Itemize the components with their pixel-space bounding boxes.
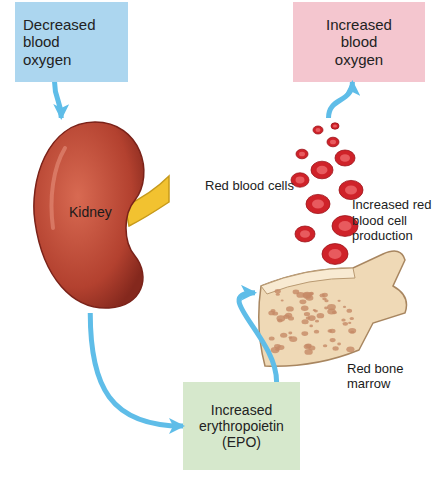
- spongy-bone-pore: [304, 312, 310, 316]
- kidney-organ: Kidney: [25, 118, 170, 313]
- spongy-bone-pore: [324, 299, 328, 302]
- spongy-bone-pore: [328, 329, 333, 332]
- spongy-bone-pore: [343, 322, 349, 326]
- flow-arrow: [239, 293, 277, 382]
- red-blood-cell-center: [300, 230, 310, 238]
- spongy-bone-pore: [277, 345, 284, 350]
- red-blood-cell-center: [340, 154, 350, 162]
- red-blood-cell: [335, 150, 355, 166]
- spongy-bone-pore: [269, 336, 275, 340]
- hormone-box: Increased erythropoietin (EPO): [183, 382, 300, 470]
- condition-box: Decreased blood oxygen: [15, 2, 128, 82]
- flow-arrow: [329, 82, 353, 118]
- spongy-bone-pore: [288, 332, 292, 335]
- box-text: Increased blood oxygen: [317, 16, 401, 68]
- kidney-shape: [34, 122, 144, 308]
- red-blood-cell: [327, 137, 339, 147]
- red-blood-cell: [306, 194, 330, 213]
- red-blood-cell-center: [345, 185, 357, 194]
- bone-marrow: Red bone marrow: [255, 118, 430, 400]
- spongy-bone-pore: [289, 336, 297, 342]
- spongy-bone-pore: [346, 346, 354, 352]
- spongy-bone-pore: [309, 325, 313, 328]
- flow-arrow: [90, 313, 183, 426]
- spongy-bone-pore: [303, 292, 312, 298]
- spongy-bone-pore: [317, 313, 325, 318]
- spongy-bone-pore: [302, 319, 309, 324]
- spongy-bone-pore: [333, 346, 339, 350]
- spongy-bone-pore: [348, 328, 356, 334]
- red-blood-cell-center: [312, 199, 324, 208]
- kidney-highlight: [52, 148, 66, 228]
- spongy-bone-pore: [338, 300, 341, 302]
- spongy-bone-pore: [323, 344, 327, 347]
- spongy-bone-pore: [306, 317, 311, 320]
- red-blood-cell: [331, 123, 339, 129]
- spongy-bone-pore: [337, 343, 341, 346]
- bone-marrow-illustration: [255, 118, 430, 400]
- spongy-bone-pore: [313, 309, 316, 311]
- spongy-bone-pore: [286, 306, 294, 311]
- spongy-bone-pore: [350, 317, 354, 320]
- spongy-bone-pore: [299, 299, 306, 304]
- spongy-bone-pore: [301, 306, 309, 311]
- spongy-bone-pore: [281, 299, 284, 301]
- spongy-bone-pore: [320, 294, 325, 298]
- red-blood-cell: [339, 180, 363, 199]
- spongy-bone-pore: [276, 293, 280, 296]
- red-blood-cell: [296, 149, 308, 159]
- spongy-bone-pore: [314, 330, 319, 334]
- part-label: Kidney: [69, 204, 133, 220]
- annotation-label: Increased red blood cell production: [352, 197, 436, 244]
- spongy-bone-pore: [327, 309, 336, 315]
- spongy-bone-pore: [348, 322, 351, 324]
- annotation-label: Red blood cells: [205, 178, 315, 194]
- red-blood-cell-center: [339, 221, 352, 231]
- spongy-bone-pore: [293, 290, 300, 295]
- result-box: Increased blood oxygen: [293, 2, 425, 82]
- box-text: Increased erythropoietin (EPO): [191, 402, 292, 450]
- red-blood-cell-center: [296, 177, 305, 184]
- red-blood-cell-center: [330, 140, 336, 145]
- red-blood-cell-center: [329, 249, 342, 259]
- red-blood-cell: [295, 226, 315, 242]
- red-blood-cell: [311, 161, 333, 179]
- spongy-bone-pore: [350, 331, 354, 334]
- flow-arrow: [55, 82, 62, 118]
- red-blood-cell-center: [317, 166, 328, 174]
- spongy-bone-pore: [285, 313, 292, 318]
- spongy-bone-pore: [304, 349, 312, 355]
- spongy-bone-pore: [347, 309, 353, 313]
- spongy-bone-pore: [330, 338, 336, 342]
- red-blood-cell: [313, 126, 323, 134]
- red-blood-cell: [322, 244, 348, 265]
- red-blood-cell-center: [316, 128, 321, 132]
- spongy-bone-pore: [341, 319, 345, 322]
- spongy-bone-pore: [304, 344, 311, 349]
- spongy-bone-pore: [272, 312, 278, 316]
- spongy-bone-pore: [275, 289, 281, 293]
- spongy-bone-pore: [301, 331, 308, 336]
- box-text: Decreased blood oxygen: [23, 16, 107, 68]
- part-label: Red bone marrow: [347, 362, 421, 392]
- bone-cortex: [261, 268, 355, 294]
- red-blood-cell-center: [299, 152, 305, 157]
- spongy-bone-pore: [343, 306, 346, 308]
- spongy-bone-pore: [280, 333, 287, 338]
- bone-shape: [259, 251, 407, 366]
- red-blood-cell-center: [333, 124, 337, 127]
- spongy-bone-pore: [277, 319, 282, 323]
- spongy-bone-pore: [315, 320, 319, 323]
